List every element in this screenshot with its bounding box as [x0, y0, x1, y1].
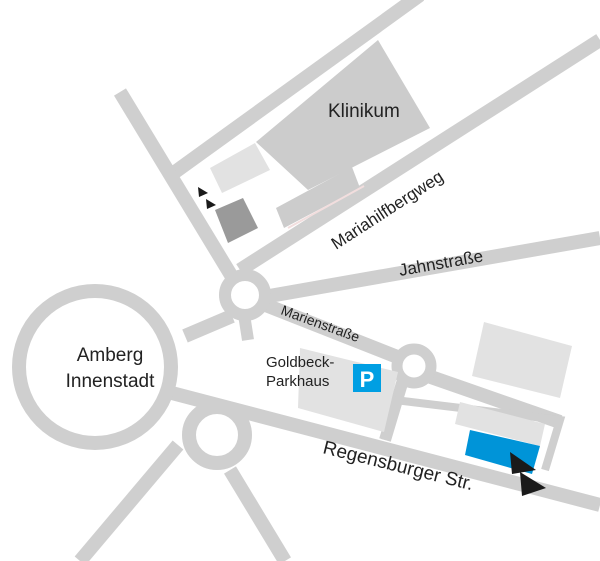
city-circle — [12, 284, 178, 450]
road-network — [74, 0, 600, 561]
label-parking-line2: Parkhaus — [266, 373, 329, 390]
road-mariahilfbergweg — [236, 34, 600, 276]
road-jahnstrasse — [256, 231, 600, 305]
klinikum-outline — [287, 185, 365, 229]
buildings — [210, 40, 572, 474]
label-klinikum: Klinikum — [328, 101, 400, 122]
roundabout-south — [182, 400, 252, 470]
roundabout-north — [219, 269, 271, 321]
parking-sign: P — [353, 364, 381, 392]
triangle-arrow-icon — [520, 472, 546, 496]
triangle-arrow-icon — [206, 199, 216, 209]
roundabout-east — [391, 343, 437, 389]
label-marienstrasse: Marienstraße — [279, 302, 362, 345]
label-jahnstrasse: Jahnstraße — [397, 246, 484, 279]
parking-sign-icon — [353, 364, 381, 392]
triangle-arrow-icon — [198, 187, 208, 197]
triangle-arrow-icon — [510, 452, 536, 474]
klinikum-wing — [276, 167, 360, 228]
label-city-line1: Amberg — [77, 345, 144, 366]
label-parking-line1: Goldbeck- — [266, 354, 334, 371]
east-building — [472, 322, 572, 398]
klinikum-annex-light — [210, 143, 270, 193]
road-southwest-1 — [74, 440, 184, 561]
klinikum-building — [256, 40, 430, 190]
markers — [198, 187, 546, 496]
circles — [12, 269, 437, 470]
parking-symbol: P — [360, 367, 375, 392]
road-marienstrasse — [255, 295, 403, 365]
east-building-small — [455, 402, 545, 446]
road-city-link-north — [182, 309, 235, 343]
dark-building — [215, 198, 258, 243]
road-klinikum-access — [114, 88, 246, 294]
road-upper-north — [170, 0, 425, 178]
road-southwest-2 — [224, 466, 291, 561]
label-city-line2: Innenstadt — [66, 371, 155, 392]
